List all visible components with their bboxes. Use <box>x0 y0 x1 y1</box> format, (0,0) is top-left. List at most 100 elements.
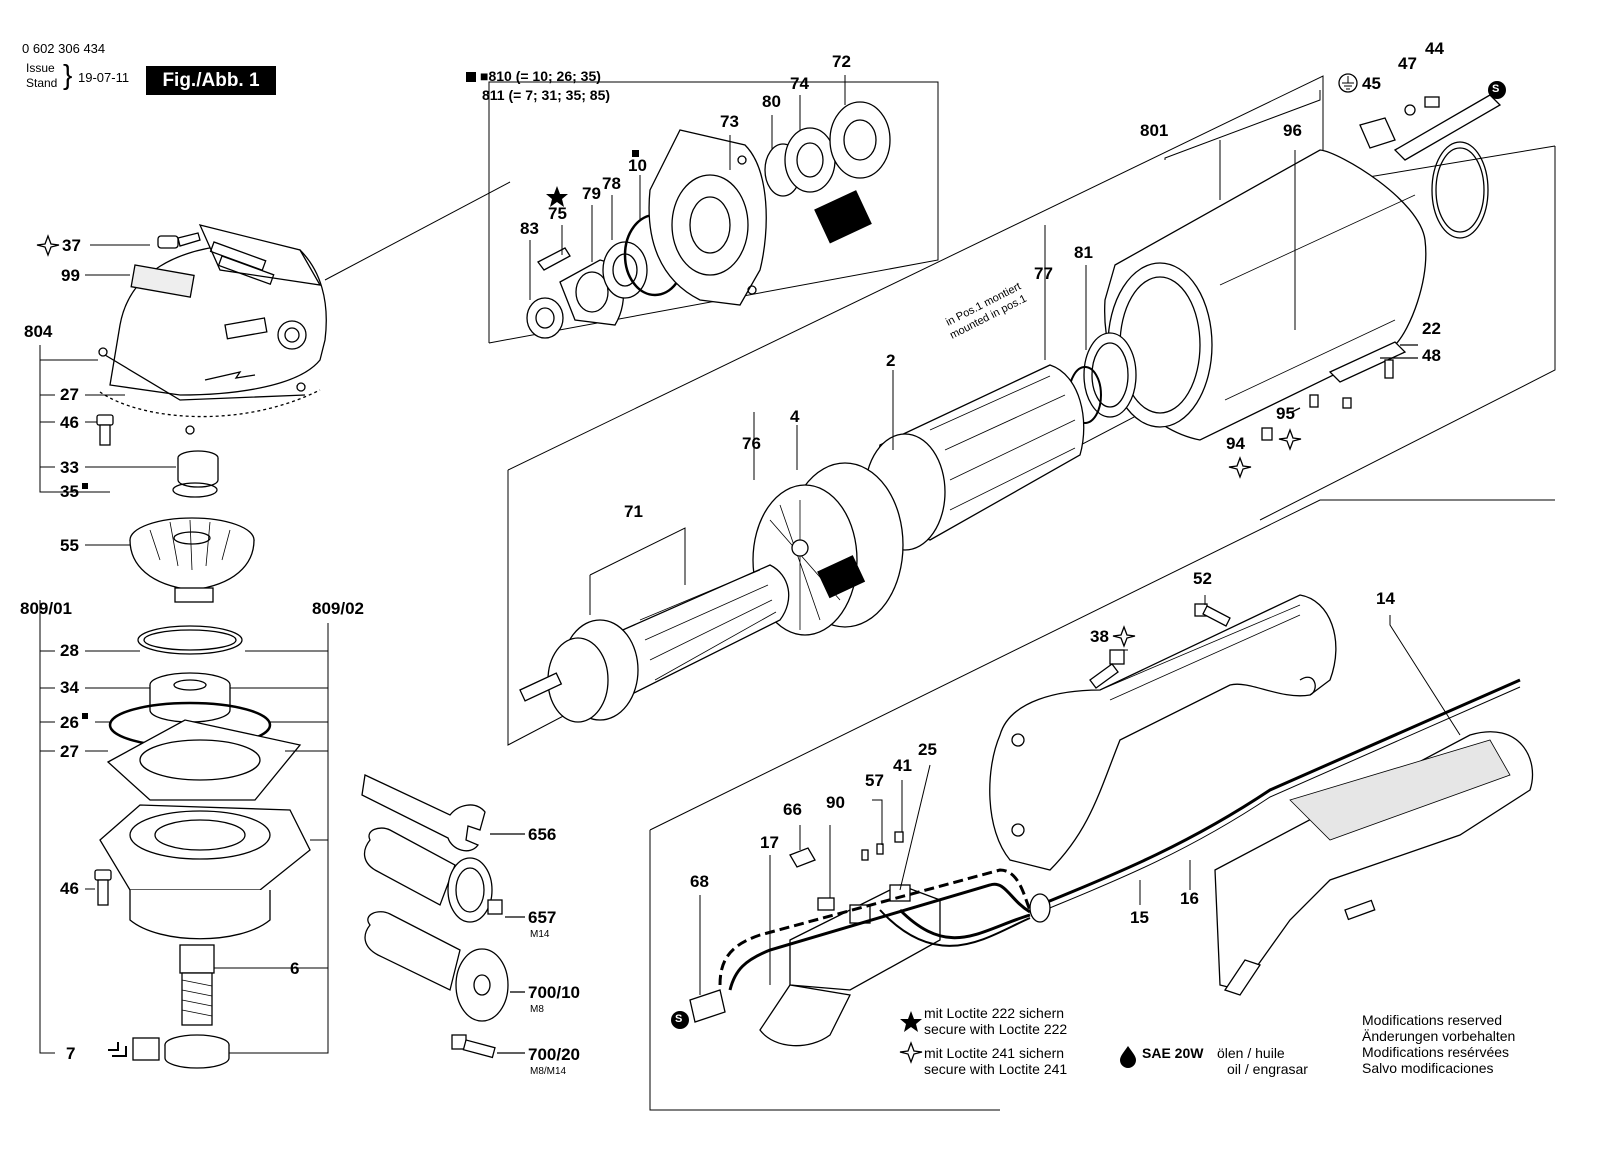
marker-10-square-icon <box>632 150 639 157</box>
loctite241-star-95-icon <box>1278 428 1302 451</box>
part-label-28: 28 <box>60 641 79 660</box>
part-label-94: 94 <box>1226 434 1245 453</box>
right-small-parts <box>1261 94 1502 441</box>
figure-label: Fig./Abb. 1 <box>146 66 276 95</box>
part-label-700-10-thread: M8 <box>530 1004 544 1015</box>
part-label-17: 17 <box>760 833 779 852</box>
note-loctite222-de: mit Loctite 222 sichern <box>924 1005 1065 1021</box>
part-label-46-lower: 46 <box>60 879 79 898</box>
part-label-14: 14 <box>1376 589 1395 608</box>
issue-label: Issue <box>26 61 55 75</box>
part-label-801: 801 <box>1140 121 1169 140</box>
part-label-75: 75 <box>548 204 567 223</box>
part-label-66: 66 <box>783 800 802 819</box>
part-label-656: 656 <box>528 825 557 844</box>
left-column-parts <box>94 232 311 1069</box>
assembly-811: 811 (= 7; 31; 35; 85) <box>482 87 611 103</box>
part-label-52: 52 <box>1193 569 1212 588</box>
part-label-33: 33 <box>60 458 79 477</box>
s-badge-top-label: S <box>1492 83 1500 95</box>
handle-leader-lines <box>699 595 1461 995</box>
motor-leader-lines <box>529 75 1321 615</box>
assembly-810: ■810 (= 10; 26; 35) <box>480 68 601 84</box>
part-label-44: 44 <box>1425 39 1444 58</box>
modifications-de: Änderungen vorbehalten <box>1362 1028 1516 1044</box>
part-label-25: 25 <box>918 740 937 759</box>
note-loctite241-de: mit Loctite 241 sichern <box>924 1045 1065 1061</box>
note-oil-en: oil / engrasar <box>1227 1061 1308 1077</box>
part-label-79: 79 <box>582 184 601 203</box>
stand-label: Stand <box>26 76 58 90</box>
part-label-7: 7 <box>66 1044 76 1063</box>
part-label-80: 80 <box>762 92 781 111</box>
part-label-72: 72 <box>832 52 851 71</box>
part-label-809-01: 809/01 <box>20 599 72 618</box>
brace-glyph: } <box>63 59 73 90</box>
marker-26-square-icon <box>82 713 88 719</box>
part-label-57: 57 <box>865 771 884 790</box>
part-label-804: 804 <box>24 322 53 341</box>
loctite222-star-75-icon <box>546 186 568 207</box>
loctite241-star-38-icon <box>1112 625 1136 648</box>
part-label-700-10: 700/10 <box>528 983 580 1002</box>
modifications-en: Modifications reserved <box>1362 1012 1503 1028</box>
part-label-6: 6 <box>290 959 300 978</box>
note-loctite241-en: secure with Loctite 241 <box>924 1061 1068 1077</box>
part-label-81: 81 <box>1074 243 1093 262</box>
part-label-77: 77 <box>1034 264 1053 283</box>
part-label-76: 76 <box>742 434 761 453</box>
part-label-37: 37 <box>62 236 81 255</box>
part-label-90: 90 <box>826 793 845 812</box>
part-label-4: 4 <box>790 407 800 426</box>
part-label-657-thread: M14 <box>530 929 550 940</box>
loctite222-star-icon <box>900 1011 922 1032</box>
part-label-78: 78 <box>602 174 621 193</box>
symbols <box>36 72 1506 1068</box>
part-label-96: 96 <box>1283 121 1302 140</box>
part-label-27-lower: 27 <box>60 742 79 761</box>
part-label-47: 47 <box>1398 54 1417 73</box>
s-badge-bottom-icon <box>671 1011 689 1029</box>
note-oil-code: SAE 20W <box>1142 1045 1204 1061</box>
part-label-657: 657 <box>528 908 557 927</box>
left-bracket-lines <box>39 244 329 1054</box>
part-label-15: 15 <box>1130 908 1149 927</box>
issue-date: 19-07-11 <box>78 70 130 85</box>
part-label-16: 16 <box>1180 889 1199 908</box>
s-badge-bottom-label: S <box>675 1013 683 1025</box>
gear-head-housing <box>98 224 327 435</box>
marker-810-square-icon <box>466 72 476 82</box>
part-label-34: 34 <box>60 678 79 697</box>
part-label-48: 48 <box>1422 346 1441 365</box>
part-label-71: 71 <box>624 502 643 521</box>
part-label-45: 45 <box>1362 74 1381 93</box>
loctite241-star-icon <box>899 1041 923 1064</box>
loctite241-star-37-icon <box>36 234 60 257</box>
modifications-fr: Modifications resérvées <box>1362 1044 1510 1060</box>
part-label-2: 2 <box>886 351 896 370</box>
ground-symbol-icon <box>1338 73 1358 93</box>
part-label-74: 74 <box>790 74 809 93</box>
part-label-27: 27 <box>60 385 79 404</box>
part-label-95: 95 <box>1276 404 1295 423</box>
part-label-10: 10 <box>628 156 647 175</box>
motor-group <box>519 149 1427 723</box>
part-label-22: 22 <box>1422 319 1441 338</box>
part-label-73: 73 <box>720 112 739 131</box>
part-label-68: 68 <box>690 872 709 891</box>
accessories <box>361 774 525 1059</box>
part-label-38: 38 <box>1090 627 1109 646</box>
marker-35-square-icon <box>82 483 88 489</box>
part-label-83: 83 <box>520 219 539 238</box>
part-label-55: 55 <box>60 536 79 555</box>
handle-group <box>689 594 1534 1047</box>
part-label-700-20: 700/20 <box>528 1045 580 1064</box>
part-label-99: 99 <box>61 266 80 285</box>
loctite241-star-94-icon <box>1228 456 1252 479</box>
note-loctite222-en: secure with Loctite 222 <box>924 1021 1068 1037</box>
oil-drop-icon <box>1120 1046 1136 1068</box>
part-label-26: 26 <box>60 713 79 732</box>
part-label-809-02: 809/02 <box>312 599 364 618</box>
s-badge-top-icon <box>1488 81 1506 99</box>
